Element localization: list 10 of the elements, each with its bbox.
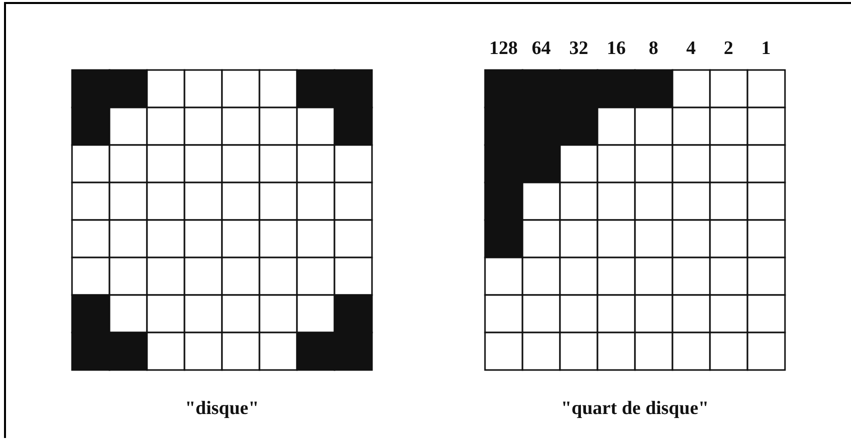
bit-value-label: 128 bbox=[489, 38, 518, 60]
grid-caption: "quart de disque" bbox=[561, 398, 709, 420]
bit-value-label: 16 bbox=[606, 38, 626, 60]
bit-value-label: 32 bbox=[569, 38, 588, 60]
grid-caption: "disque" bbox=[185, 398, 259, 420]
bit-value-label: 4 bbox=[686, 38, 696, 60]
bit-value-label: 64 bbox=[532, 38, 551, 60]
bit-value-label: 8 bbox=[648, 38, 658, 60]
bit-value-label: 1 bbox=[761, 38, 771, 60]
bit-value-label: 2 bbox=[724, 38, 734, 60]
